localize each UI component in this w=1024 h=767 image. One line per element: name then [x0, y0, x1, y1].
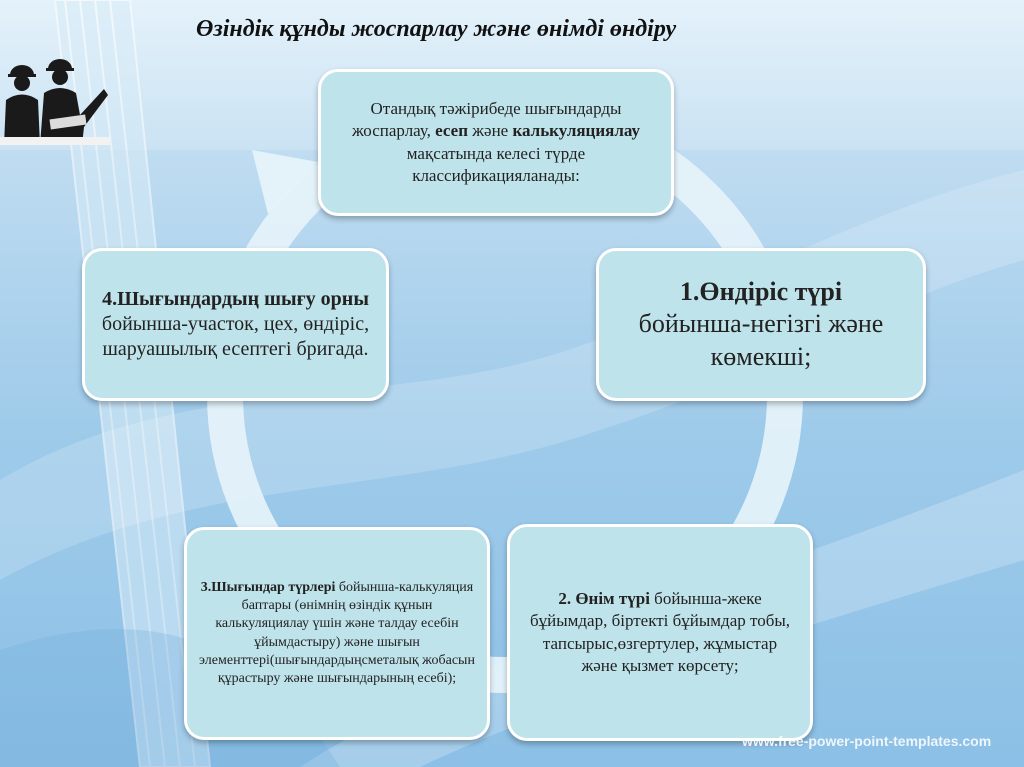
intro-bold-calculation: калькуляциялау [512, 121, 641, 141]
intro-text-part3: мақсатында келесі түрде классификациялан… [406, 143, 586, 185]
cost-origin-text: бойынша-участок, цех, өндіріс, шаруашылы… [101, 313, 370, 360]
cost-origin-box: 4.Шығындардың шығу орны бойынша-участок,… [82, 248, 389, 401]
cost-types-text: бойынша-калькуляция баптары (өнімнің өзі… [199, 579, 475, 686]
intro-bold-accounting: есеп [435, 121, 469, 141]
watermark: www.free-power-point-templates.com [742, 733, 992, 749]
production-type-text: бойынша-негізгі және көмекші; [638, 309, 884, 371]
construction-workers-icon [0, 59, 110, 145]
product-type-box: 2. Өнім түрі бойынша-жеке бұйымдар, бірт… [507, 524, 813, 741]
intro-text-part2: және [468, 121, 513, 141]
cost-origin-heading: 4.Шығындардың шығу орны [102, 288, 369, 310]
intro-box: Отандық тәжірибеде шығындарды жоспарлау,… [318, 69, 674, 216]
production-type-box: 1.Өндіріс түрі бойынша-негізгі және көме… [596, 248, 926, 401]
production-type-heading: 1.Өндіріс түрі [679, 276, 843, 306]
intro-text-part1: Отандық тәжірибеде шығындарды жоспарлау, [351, 98, 622, 141]
product-type-heading: 2. Өнім түрі [558, 589, 650, 609]
page-title: Өзіндік құнды жоспарлау және өнімді өнді… [196, 16, 677, 42]
product-type-text: бойынша-жеке бұйымдар, біртекті бұйымдар… [529, 589, 791, 675]
cost-types-box: 3.Шығындар түрлері бойынша-калькуляция б… [184, 527, 490, 740]
cost-types-heading: 3.Шығындар түрлері [200, 579, 336, 595]
